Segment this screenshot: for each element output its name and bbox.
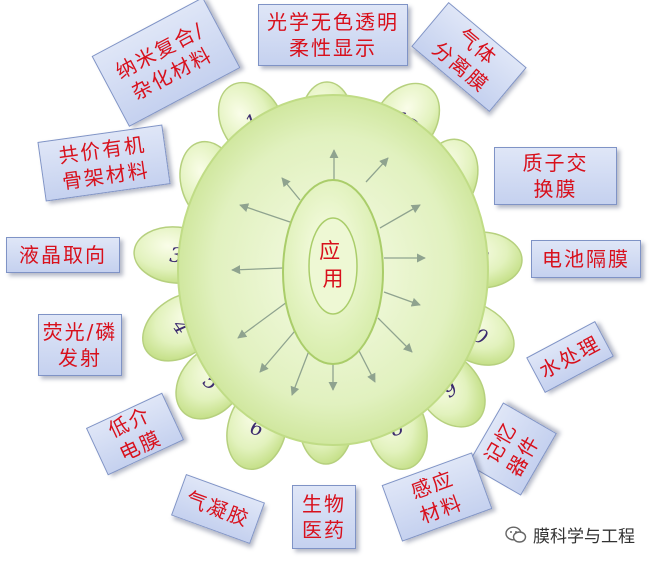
center-label: 应 用 xyxy=(319,239,347,291)
arrow-to-petal-12 xyxy=(379,204,421,229)
app-box-label: 感应 材料 xyxy=(407,465,467,529)
arrow-to-petal-1 xyxy=(281,177,301,201)
app-box-label: 共价有机 骨架材料 xyxy=(56,132,152,194)
watermark-text: 膜科学与工程 xyxy=(533,527,635,547)
app-box-label: 荧光/磷 发射 xyxy=(42,320,118,370)
app-box-proton-exchange: 质子交 换膜 xyxy=(494,147,617,205)
app-box-label: 生物 医药 xyxy=(302,492,346,542)
center-inner-ellipse xyxy=(308,217,358,315)
app-box-label: 质子交 换膜 xyxy=(522,151,589,201)
app-box-label: 光学无色透明 柔性显示 xyxy=(267,10,399,60)
arrow-to-petal-5 xyxy=(259,324,301,373)
app-box-battery-separator: 电池隔膜 xyxy=(531,240,641,278)
arrow-to-petal-3 xyxy=(231,265,284,275)
app-box-liquid-crystal: 液晶取向 xyxy=(6,237,120,273)
app-box-biomedicine: 生物 医药 xyxy=(292,485,356,549)
app-box-label: 电池隔膜 xyxy=(542,247,630,271)
arrow-to-petal-9 xyxy=(377,317,413,353)
watermark: 膜科学与工程 xyxy=(505,522,635,547)
arrow-to-petal-13 xyxy=(365,157,389,183)
app-box-label: 液晶取向 xyxy=(19,243,107,267)
arrow-to-petal-2 xyxy=(239,203,291,223)
arrow-to-petal-4 xyxy=(237,301,288,339)
wechat-icon xyxy=(505,525,527,543)
arrow-to-petal-10 xyxy=(383,291,421,307)
app-box-phosphor-emission: 荧光/磷 发射 xyxy=(38,314,122,376)
app-box-optical-display: 光学无色透明 柔性显示 xyxy=(258,4,408,66)
